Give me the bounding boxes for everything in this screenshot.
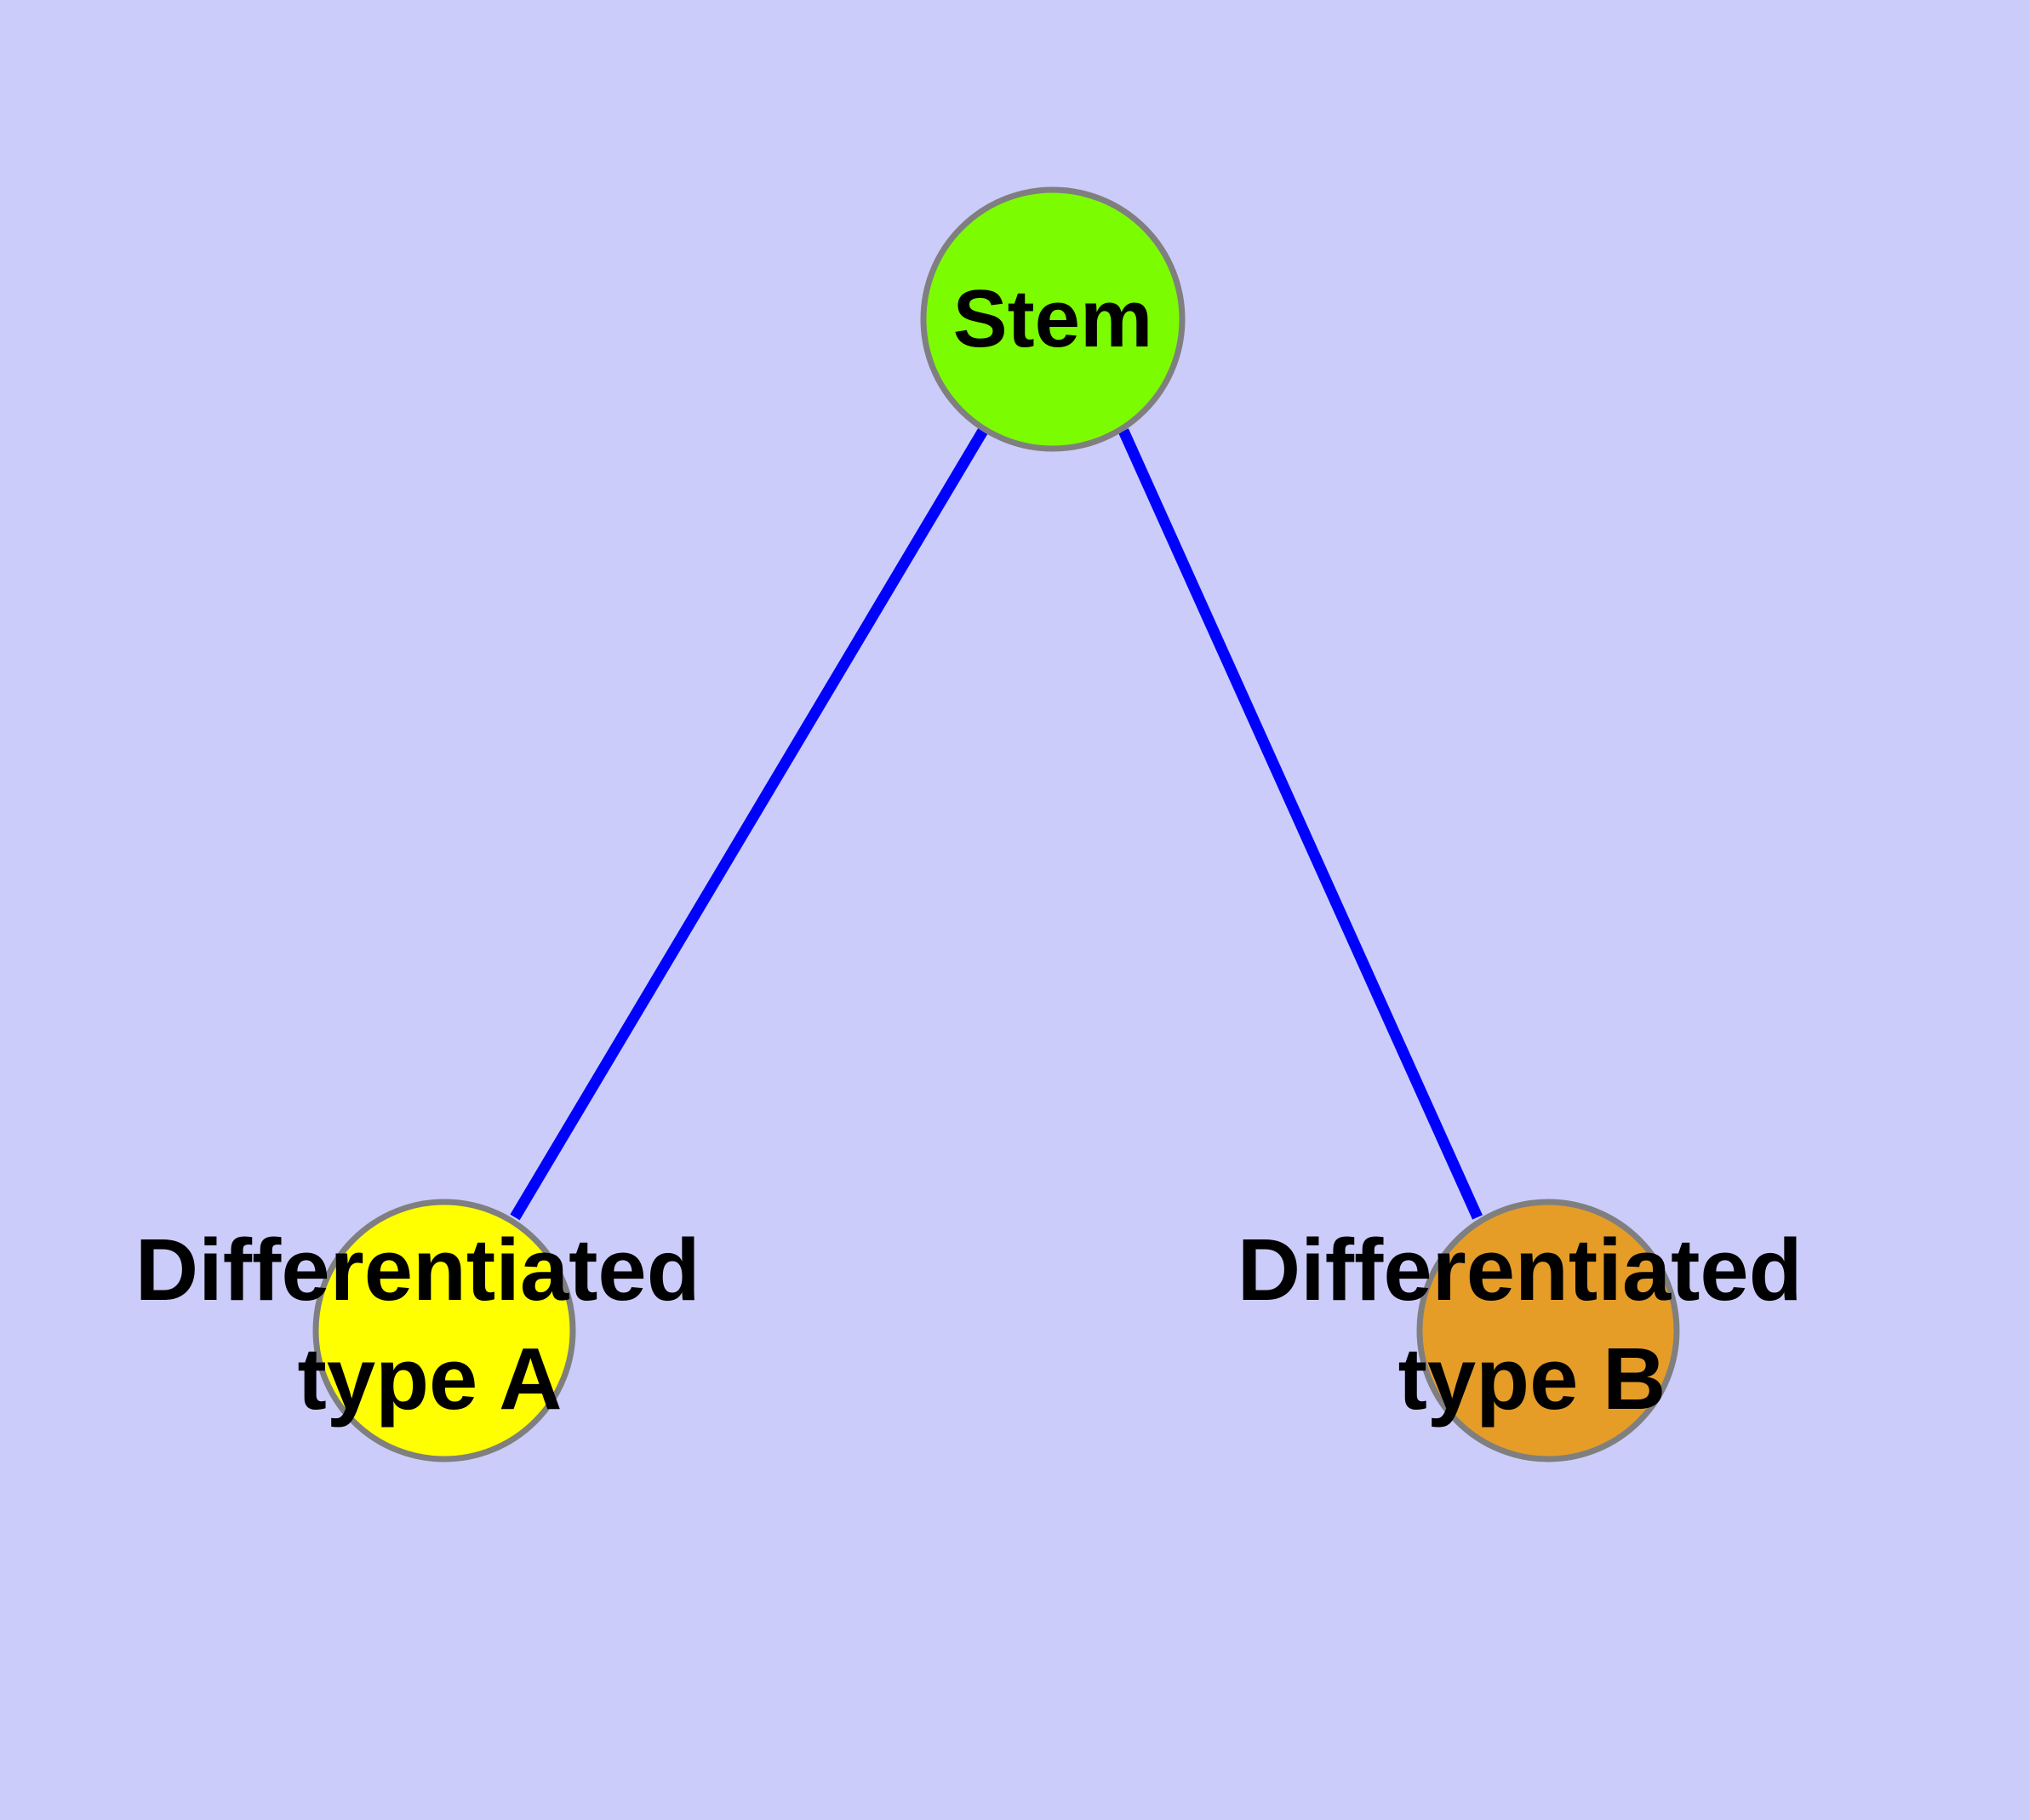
node-differentiated-type-b-label-line-1: Differentiated — [1237, 1221, 1803, 1319]
node-stem-label-line-1: Stem — [953, 273, 1153, 364]
edge-group — [510, 427, 1483, 1221]
edge-stem-to-differentiated-type-a[interactable] — [510, 427, 988, 1221]
node-differentiated-type-a-circle[interactable] — [312, 1199, 576, 1462]
node-differentiated-type-b-label-line-2: type B — [1398, 1330, 1666, 1428]
node-differentiated-type-b-label: Differentiated type B — [1237, 1221, 1827, 1428]
node-stem[interactable]: Stem — [920, 186, 1186, 452]
node-stem-circle[interactable] — [920, 186, 1186, 452]
node-group: Stem Differentiated type A Differentiate… — [135, 186, 1827, 1462]
node-differentiated-type-b-circle[interactable] — [1416, 1199, 1680, 1462]
node-differentiated-type-a[interactable] — [312, 1199, 576, 1462]
node-differentiated-type-a-label-line-2: type A — [298, 1330, 563, 1428]
node-differentiated-type-b[interactable] — [1416, 1199, 1680, 1462]
edge-stem-to-differentiated-type-b[interactable] — [1118, 428, 1483, 1220]
node-stem-label: Stem — [953, 273, 1153, 364]
node-differentiated-type-a-label: Differentiated type A — [135, 1221, 725, 1428]
node-differentiated-type-a-label-line-1: Differentiated — [135, 1221, 700, 1319]
